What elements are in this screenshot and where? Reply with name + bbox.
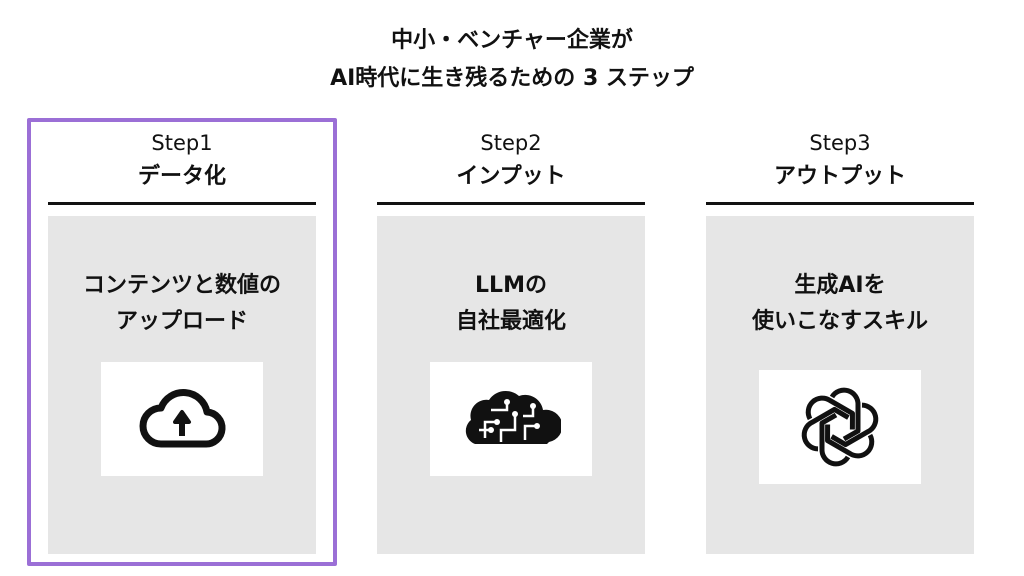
step-3-icon-box bbox=[759, 370, 921, 484]
step-2: Step2 インプット LLMの 自社最適化 bbox=[377, 118, 645, 554]
step-3-label: Step3 bbox=[809, 131, 871, 155]
step-3-rule bbox=[706, 202, 974, 205]
step-3-text-line-2: 使いこなすスキル bbox=[751, 309, 928, 334]
step-3-text-line-1: 生成AIを bbox=[794, 273, 886, 298]
step-1-text: コンテンツと数値の アップロード bbox=[48, 268, 316, 340]
step-3-panel: 生成AIを 使いこなすスキル bbox=[706, 216, 974, 554]
step-1: Step1 データ化 コンテンツと数値の アップロード bbox=[48, 118, 316, 554]
step-1-name: データ化 bbox=[137, 164, 226, 189]
step-3-name: アウトプット bbox=[773, 164, 906, 189]
step-1-icon-box bbox=[101, 362, 263, 476]
step-1-panel: コンテンツと数値の アップロード bbox=[48, 216, 316, 554]
step-3: Step3 アウトプット 生成AIを 使いこなすスキル bbox=[706, 118, 974, 554]
step-1-rule bbox=[48, 202, 316, 205]
step-2-text-line-2: 自社最適化 bbox=[455, 309, 566, 334]
step-2-rule bbox=[377, 202, 645, 205]
step-2-text-line-1: LLMの bbox=[475, 273, 547, 298]
step-2-name: インプット bbox=[456, 164, 566, 189]
step-1-text-line-2: アップロード bbox=[115, 309, 248, 334]
step-2-panel: LLMの 自社最適化 bbox=[377, 216, 645, 554]
circuit-brain-icon bbox=[465, 390, 561, 444]
step-3-text: 生成AIを 使いこなすスキル bbox=[706, 268, 974, 340]
openai-logo-icon bbox=[801, 387, 879, 467]
step-1-text-line-1: コンテンツと数値の bbox=[82, 273, 281, 298]
step-1-highlight-frame bbox=[27, 118, 337, 566]
title-line-2: AI時代に生き残るための 3 ステップ bbox=[330, 66, 694, 91]
step-2-text: LLMの 自社最適化 bbox=[377, 268, 645, 340]
step-2-icon-box bbox=[430, 362, 592, 476]
title-line-1: 中小・ベンチャー企業が bbox=[391, 28, 633, 53]
step-1-label: Step1 bbox=[151, 131, 213, 155]
cloud-upload-icon bbox=[139, 389, 226, 448]
step-2-label: Step2 bbox=[480, 131, 542, 155]
